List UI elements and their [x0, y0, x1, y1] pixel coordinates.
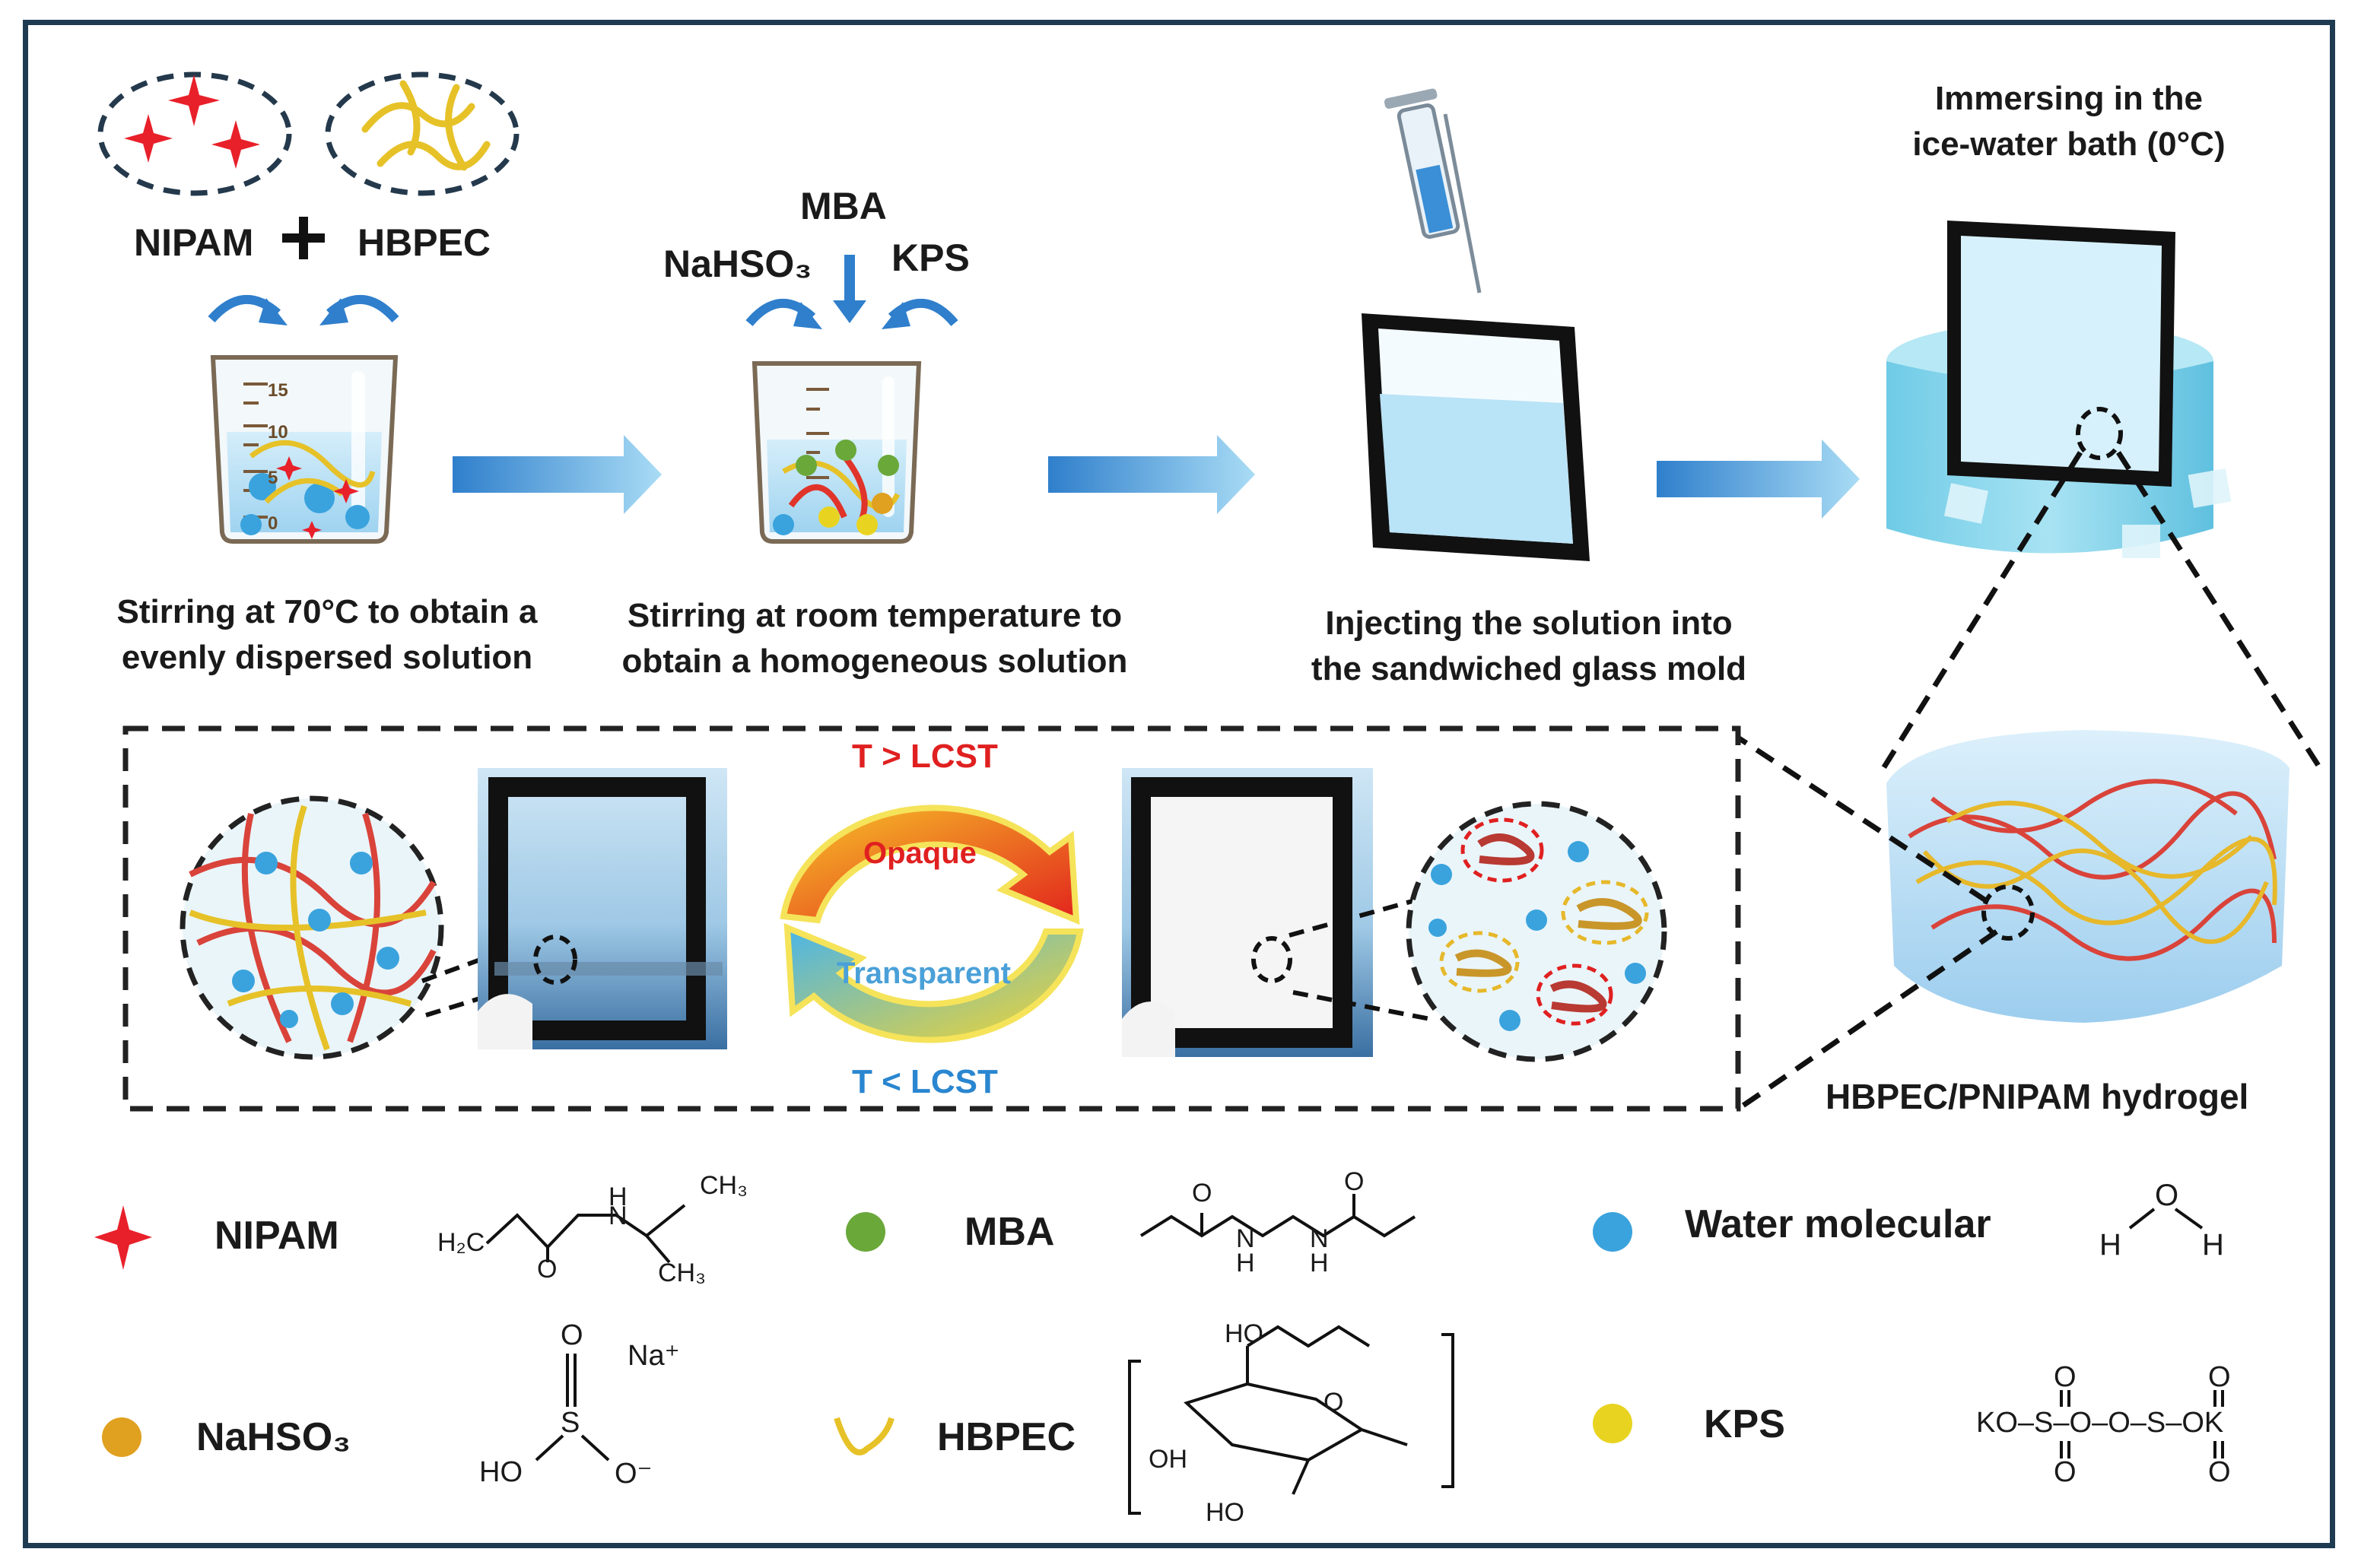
nahso3-ho: HO	[479, 1456, 523, 1488]
hbpec-oh: OH	[1149, 1445, 1187, 1474]
mba-h-right: H	[1310, 1249, 1329, 1278]
kps-o-4: O	[2208, 1456, 2231, 1488]
hbpec-oval	[325, 71, 520, 196]
opaque-photo	[1122, 768, 1373, 1057]
beaker-tick-15: 15	[268, 380, 288, 401]
hbpec-ho-bottom: HO	[1206, 1498, 1244, 1527]
nahso3-s: S	[561, 1407, 580, 1439]
nipam-star-icon	[124, 114, 173, 163]
water-o: O	[2155, 1179, 2179, 1212]
hbpec-chain-icon	[834, 1417, 895, 1455]
water-h-left: H	[2099, 1228, 2121, 1262]
transition-panel	[122, 725, 1741, 1112]
hydrogel-cube	[1886, 730, 2290, 1023]
step4-caption-line1: Immersing in the	[1934, 80, 2204, 117]
transparent-network-circle	[180, 795, 444, 1060]
kps-sphere-icon	[1593, 1404, 1632, 1443]
lcst-below-label: T < LCST	[852, 1063, 998, 1100]
nipam-star-icon	[94, 1205, 152, 1270]
nipam-ch3-top: CH₃	[700, 1171, 748, 1200]
nipam-oval	[97, 71, 292, 196]
beaker-tick-0: 0	[268, 513, 278, 534]
nipam-structure	[485, 1204, 686, 1264]
down-arrow-icon	[833, 300, 866, 323]
legend-nahso3: NaHSO₃	[196, 1415, 351, 1459]
legend-nipam: NIPAM	[214, 1214, 339, 1258]
mba-n-right: N	[1310, 1224, 1329, 1253]
beaker-tick-5: 5	[268, 468, 278, 488]
legend-hbpec: HBPEC	[937, 1415, 1076, 1459]
legend-mba: MBA	[964, 1210, 1055, 1254]
mba-structure	[1139, 1194, 1416, 1238]
step2-caption-line2: obtain a homogeneous solution	[621, 643, 1128, 680]
legend-water: Water molecular	[1685, 1202, 1991, 1246]
nipam-h: H	[609, 1182, 628, 1211]
ice-water-bath	[1886, 221, 2232, 558]
water-structure	[2128, 1208, 2204, 1230]
syringe-icon	[1384, 88, 1482, 294]
flow-arrow-1	[453, 435, 662, 514]
step2-caption: Stirring at room temperature to obtain a…	[563, 593, 1187, 684]
lcst-above-label: T > LCST	[852, 738, 998, 775]
mba-o-right: O	[1344, 1167, 1365, 1196]
step3-caption: Injecting the solution into the sandwich…	[1232, 601, 1826, 692]
flow-arrow-2	[1048, 435, 1255, 514]
kps-o-1: O	[2054, 1361, 2077, 1393]
nipam-h2c: H₂C	[437, 1228, 485, 1257]
nipam-label: NIPAM	[134, 221, 254, 264]
nipam-n: N	[609, 1201, 628, 1230]
step2-caption-line1: Stirring at room temperature to	[627, 597, 1123, 634]
step4-caption: Immersing in the ice-water bath (0°C)	[1841, 76, 2297, 167]
kps-formula: KO–S–O–O–S–OK	[1976, 1407, 2224, 1439]
opaque-label: Opaque	[863, 836, 977, 870]
nipam-star-icon	[211, 120, 260, 169]
kps-reagent-label: KPS	[891, 236, 970, 279]
mba-h-left: H	[1236, 1249, 1255, 1278]
legend-kps: KPS	[1704, 1402, 1785, 1446]
nipam-o: O	[537, 1255, 558, 1284]
nahso3-na: Na⁺	[628, 1340, 680, 1372]
hbpec-ho-top: HO	[1225, 1319, 1263, 1348]
mba-sphere-icon	[846, 1212, 885, 1252]
figure-frame	[23, 20, 2335, 1548]
step3-caption-line2: the sandwiched glass mold	[1311, 650, 1747, 687]
flow-arrow-3	[1657, 440, 1860, 519]
opaque-aggregate-circle	[1406, 801, 1667, 1062]
kps-structure	[2060, 1390, 2224, 1458]
step3-caption-line1: Injecting the solution into	[1325, 605, 1733, 642]
hydrogel-label: HBPEC/PNIPAM hydrogel	[1826, 1077, 2249, 1116]
kps-o-2: O	[2208, 1361, 2231, 1393]
hbpec-structure	[1128, 1325, 1454, 1515]
nahso3-reagent-label: NaHSO₃	[663, 243, 812, 285]
nahso3-structure	[535, 1354, 610, 1462]
transparent-photo	[478, 768, 727, 1049]
mba-reagent-label: MBA	[800, 185, 887, 227]
kps-o-3: O	[2054, 1456, 2077, 1488]
beaker-2	[752, 361, 922, 544]
glass-mold	[1362, 313, 1590, 561]
lcst-cycle	[780, 805, 1084, 1043]
water-sphere-icon	[1593, 1212, 1632, 1252]
transparent-label: Transparent	[837, 957, 1011, 990]
water-h-right: H	[2202, 1228, 2224, 1262]
hbpec-o-ring: O	[1323, 1388, 1344, 1417]
nipam-star-icon	[168, 75, 220, 126]
nahso3-o: O	[561, 1319, 583, 1351]
nipam-ch3-bottom: CH₃	[658, 1259, 706, 1287]
hbpec-label: HBPEC	[357, 221, 491, 264]
step1-caption-line1: Stirring at 70°C to obtain a	[116, 593, 538, 630]
mba-n-left: N	[1236, 1224, 1255, 1253]
nahso3-o-minus: O⁻	[615, 1458, 653, 1490]
beaker-1	[210, 355, 399, 544]
step1-caption: Stirring at 70°C to obtain a evenly disp…	[30, 589, 624, 681]
step1-caption-line2: evenly dispersed solution	[121, 639, 533, 676]
beaker-tick-10: 10	[268, 422, 288, 443]
mba-o-left: O	[1192, 1179, 1212, 1208]
step4-caption-line2: ice-water bath (0°C)	[1912, 125, 2226, 163]
nahso3-sphere-icon	[102, 1417, 141, 1457]
